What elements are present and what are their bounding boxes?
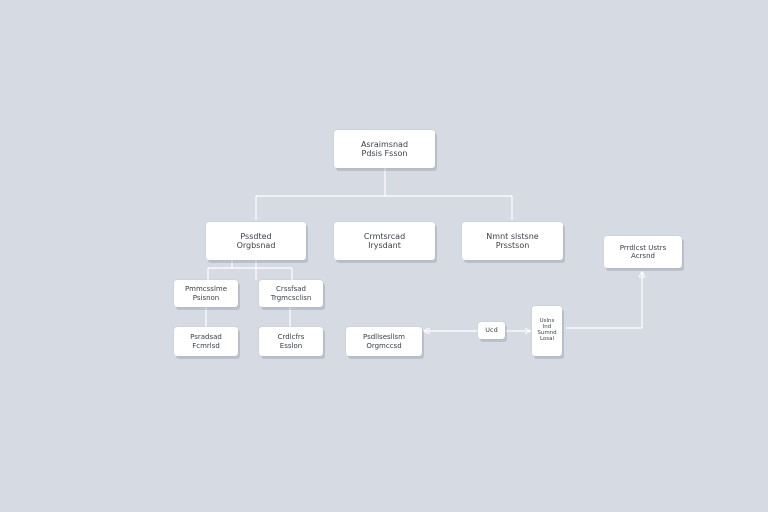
branch-right-label-line2: Prsstson <box>495 241 530 250</box>
leaf-c-label-line1: Psradsad <box>190 333 222 342</box>
branch-left-label-line2: Orgbsnad <box>236 241 276 250</box>
process-stack-node[interactable]: Uslns Ind Sumnd Losal <box>532 306 562 356</box>
branch-center-node[interactable]: Crmtsrcad Irysdant <box>334 222 435 260</box>
root-node-label-line1: Asraimsnad <box>360 139 409 149</box>
leaf-c-label-line2: Fcmrlsd <box>192 341 220 350</box>
branch-right-node[interactable]: Nmnt slstsne Prsstson <box>462 222 563 260</box>
leaf-c-node[interactable]: Psradsad Fcmrlsd <box>174 327 238 356</box>
process-stack-label-line3: Sumnd <box>537 330 557 336</box>
root-node-label-line2: Pdsis Fsson <box>361 149 408 158</box>
process-top-label-line1: Prrdlcst Ustrs <box>619 243 667 252</box>
process-top-label-line2: Acrsnd <box>631 252 655 260</box>
process-left-label-line1: Psdllsesllsm <box>362 333 406 342</box>
branch-left-label-line1: Pssdted <box>240 231 272 241</box>
branch-right-label-line1: Nmnt slstsne <box>486 231 539 241</box>
leaf-d-label-line2: Esslon <box>279 341 303 350</box>
branch-left-node[interactable]: Pssdted Orgbsnad <box>206 222 306 260</box>
process-mid-node[interactable]: Ucd <box>478 322 505 339</box>
process-left-node[interactable]: Psdllsesllsm Orgmccsd <box>346 327 422 356</box>
leaf-d-node[interactable]: Crdlcfrs Esslon <box>259 327 323 356</box>
connector-stack-to-top <box>566 272 642 329</box>
branch-center-label-line1: Crmtsrcad <box>363 231 406 241</box>
process-mid-label: Ucd <box>485 325 498 334</box>
leaf-a-node[interactable]: Pmmcsslme Psisnon <box>174 280 238 307</box>
leaf-a-label-line2: Psisnon <box>192 293 220 302</box>
leaf-b-label-line2: Trgmcsclisn <box>270 293 312 302</box>
process-stack-label-line4: Losal <box>539 335 555 342</box>
root-node[interactable]: Asraimsnad Pdsis Fsson <box>334 130 435 168</box>
leaf-b-label-line1: Crssfsad <box>276 285 306 294</box>
process-top-node[interactable]: Prrdlcst Ustrs Acrsnd <box>604 236 682 268</box>
process-left-label-line2: Orgmccsd <box>366 341 402 350</box>
branch-center-label-line2: Irysdant <box>368 241 401 250</box>
leaf-a-label-line1: Pmmcsslme <box>184 285 228 294</box>
process-stack-label-line2: Ind <box>542 324 552 331</box>
process-stack-label-line1: Uslns <box>539 318 555 325</box>
leaf-b-node[interactable]: Crssfsad Trgmcsclisn <box>259 280 323 307</box>
leaf-d-label-line1: Crdlcfrs <box>277 333 305 342</box>
